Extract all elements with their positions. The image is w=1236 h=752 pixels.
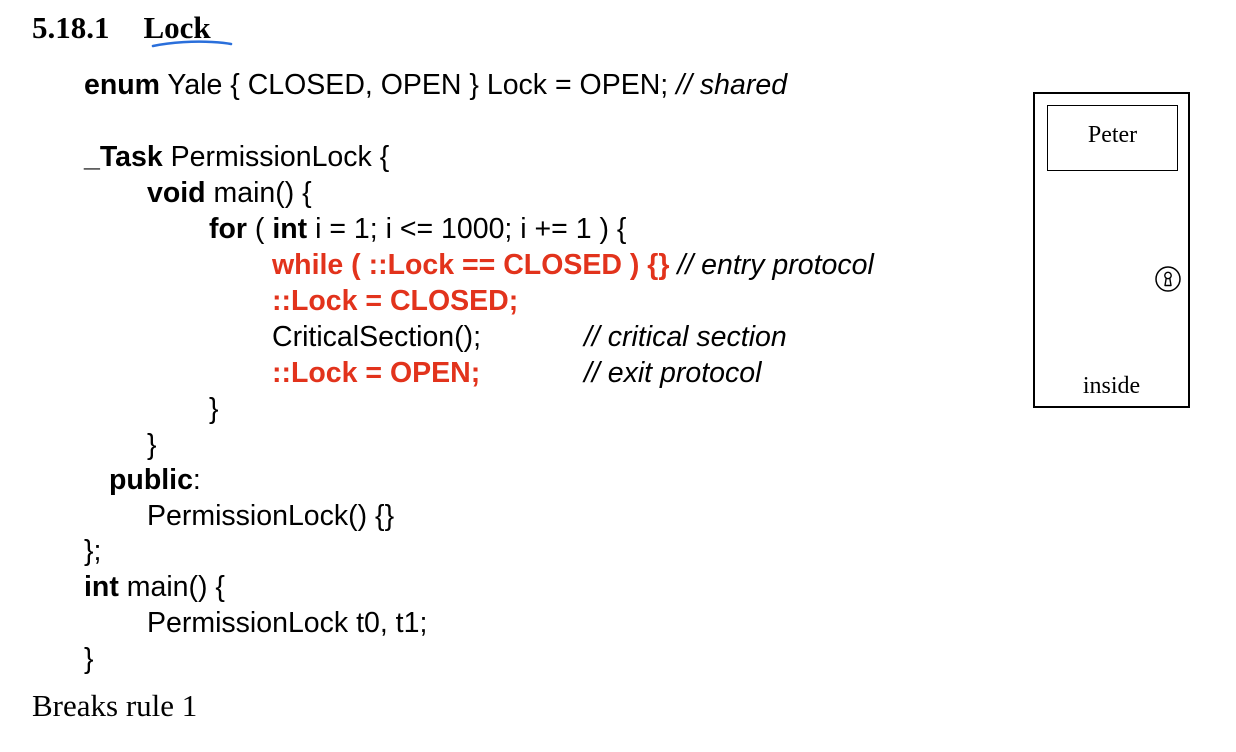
code-highlight: while ( ::Lock == CLOSED ) {} xyxy=(272,249,670,281)
code-line-4: for ( int i = 1; i <= 1000; i += 1 ) { xyxy=(209,211,626,247)
code-line-10: } xyxy=(147,427,157,463)
keyhole-icon xyxy=(1155,266,1181,292)
code-line-14: int main() { xyxy=(84,569,225,605)
code-text: PermissionLock { xyxy=(162,141,390,173)
code-text: CriticalSection(); xyxy=(272,321,482,353)
code-text: ( xyxy=(247,213,273,245)
code-text: i = 1; i <= 1000; i += 1 ) { xyxy=(307,213,627,245)
code-line-8-comment: // exit protocol xyxy=(584,355,761,391)
code-keyword: void xyxy=(147,177,206,209)
code-line-8: ::Lock = OPEN; xyxy=(272,355,480,391)
code-text: PermissionLock() {} xyxy=(147,500,395,532)
code-keyword: int xyxy=(84,571,119,603)
code-text: main() { xyxy=(205,177,312,209)
footer-note: Breaks rule 1 xyxy=(32,688,198,723)
code-line-5: while ( ::Lock == CLOSED ) {} // entry p… xyxy=(272,247,874,283)
code-line-6: ::Lock = CLOSED; xyxy=(272,283,518,319)
code-line-1: enum Yale { CLOSED, OPEN } Lock = OPEN; … xyxy=(84,67,787,103)
code-line-13: }; xyxy=(84,533,101,569)
code-text: } xyxy=(209,393,219,425)
code-text: main() { xyxy=(118,571,225,603)
code-text: }; xyxy=(84,535,102,567)
code-keyword: _Task xyxy=(84,141,163,173)
code-line-3: void main() { xyxy=(147,175,312,211)
code-keyword: for xyxy=(209,213,247,245)
code-text: } xyxy=(147,429,157,461)
code-comment: // entry protocol xyxy=(669,249,874,281)
code-highlight: ::Lock = CLOSED; xyxy=(272,285,519,317)
code-line-7-comment: // critical section xyxy=(584,319,787,355)
code-keyword: public xyxy=(109,464,193,496)
door-diagram: Peter inside xyxy=(1033,92,1190,408)
door-sign: Peter xyxy=(1047,105,1178,171)
code-text: Yale { CLOSED, OPEN } Lock = OPEN; xyxy=(160,69,677,101)
code-line-9: } xyxy=(209,391,219,427)
code-comment: // critical section xyxy=(584,321,787,353)
section-number: 5.18.1 xyxy=(32,10,110,45)
code-text: : xyxy=(192,464,201,496)
code-line-7: CriticalSection(); xyxy=(272,319,481,355)
code-line-16: } xyxy=(84,641,94,677)
code-keyword: int xyxy=(272,213,308,245)
code-comment: // shared xyxy=(676,69,788,101)
code-text: } xyxy=(84,643,94,675)
code-keyword: enum xyxy=(84,69,161,101)
code-line-12: PermissionLock() {} xyxy=(147,498,394,534)
section-heading: 5.18.1 Lock xyxy=(32,8,211,48)
section-title: Lock xyxy=(143,10,211,45)
code-text: PermissionLock t0, t1; xyxy=(147,607,428,639)
code-line-15: PermissionLock t0, t1; xyxy=(147,605,427,641)
door-label: inside xyxy=(1082,373,1141,399)
code-highlight: ::Lock = OPEN; xyxy=(272,357,481,389)
code-line-2: _Task PermissionLock { xyxy=(84,139,389,175)
code-comment: // exit protocol xyxy=(584,357,762,389)
code-line-11: public: xyxy=(109,462,201,498)
handwritten-underline xyxy=(151,40,233,48)
